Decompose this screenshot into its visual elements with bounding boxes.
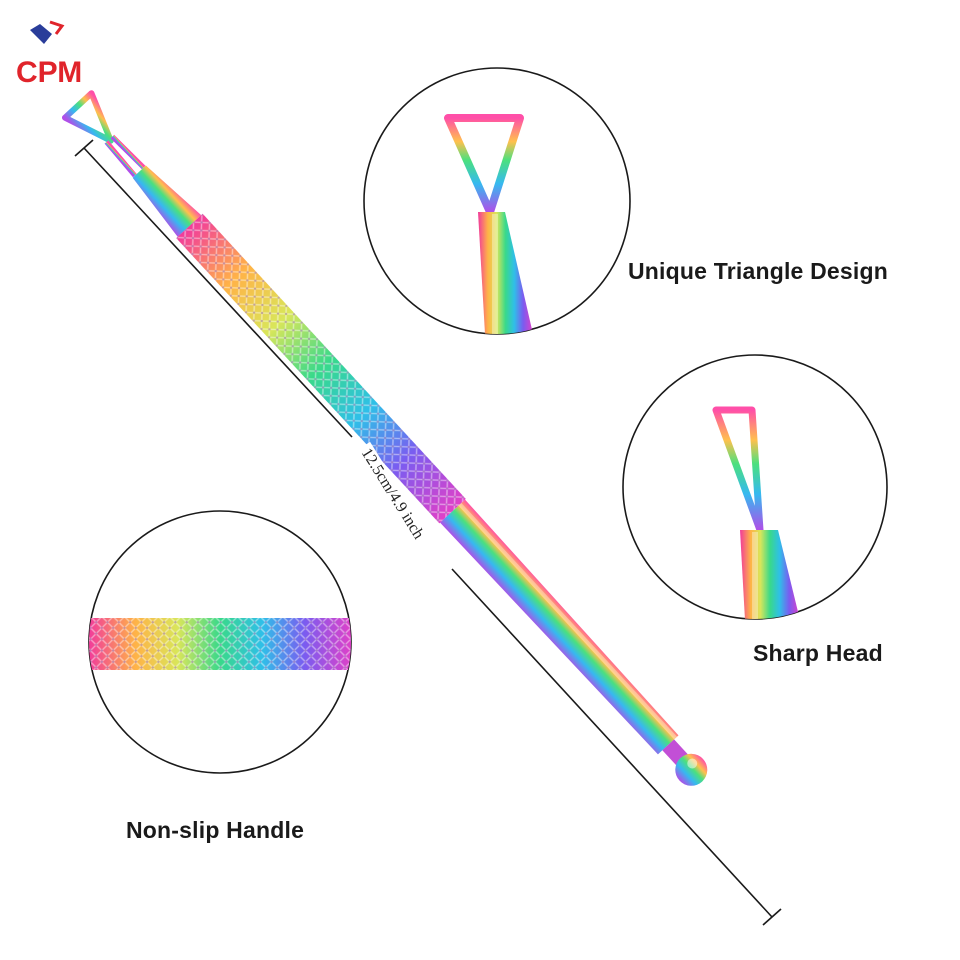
detail-circle-handle <box>88 510 352 774</box>
feature-label-handle: Non-slip Handle <box>126 817 305 843</box>
detail-circle-sharp-head <box>622 354 888 620</box>
brand-logo: СРМ <box>16 20 82 89</box>
feature-label-triangle: Unique Triangle Design <box>628 258 888 284</box>
cuticle-tool <box>62 90 708 786</box>
dimension-line <box>74 139 782 926</box>
feature-label-sharp-head: Sharp Head <box>753 640 883 666</box>
detail-circle-triangle <box>363 67 631 335</box>
svg-text:СРМ: СРМ <box>16 56 82 89</box>
